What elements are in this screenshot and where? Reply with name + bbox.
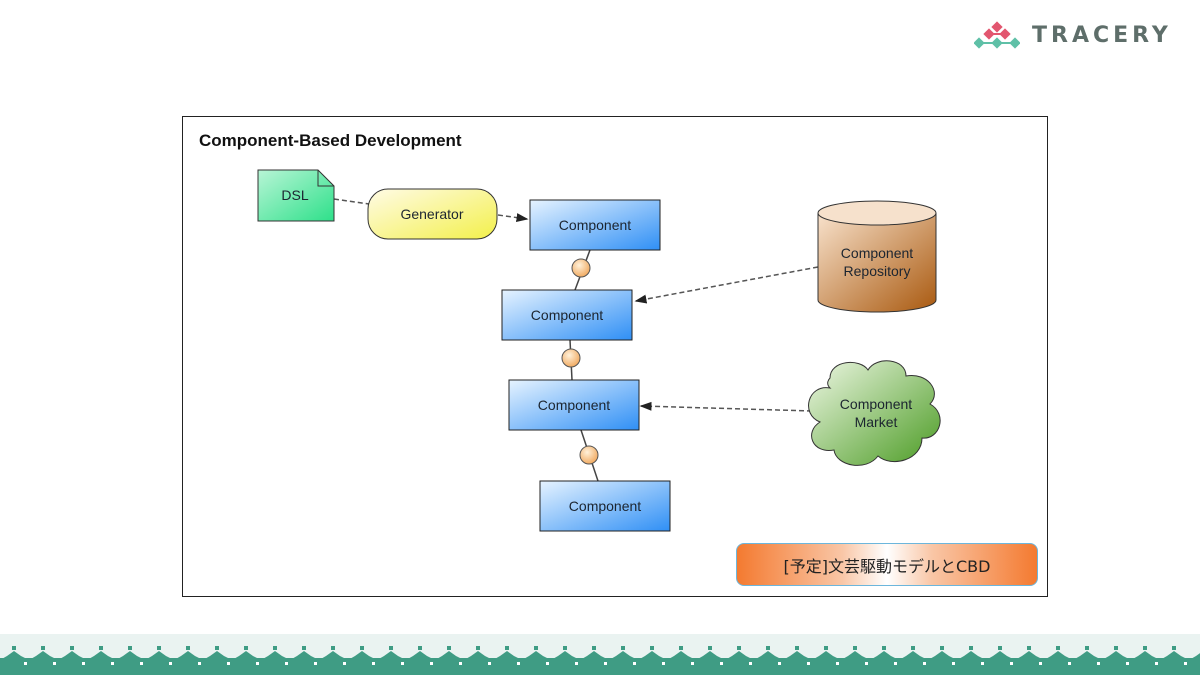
generator-node[interactable]: Generator: [367, 188, 498, 240]
component-market-node[interactable]: Component Market: [808, 360, 941, 466]
component-node-1[interactable]: Component: [529, 199, 661, 251]
component-node-4[interactable]: Component: [539, 480, 671, 532]
edge-market-component: [639, 401, 813, 412]
edge-repository-component: [634, 266, 819, 304]
component-repository-node[interactable]: Component Repository: [817, 200, 937, 313]
component-label: Component: [569, 498, 641, 514]
edge-dsl-generator: [333, 198, 370, 205]
component-node-2[interactable]: Component: [501, 289, 633, 341]
market-label-line1: Component: [840, 396, 912, 412]
planned-topic-badge[interactable]: [予定]文芸駆動モデルとCBD: [736, 543, 1038, 586]
repository-label-line2: Repository: [844, 263, 911, 279]
interface-icon: [561, 348, 581, 368]
component-node-3[interactable]: Component: [508, 379, 640, 431]
footer-pattern-graphic: [0, 646, 1200, 675]
repository-label-line1: Component: [841, 245, 913, 261]
component-label: Component: [531, 307, 603, 323]
interface-icon: [571, 258, 591, 278]
tracery-logo: TRACERY: [974, 20, 1172, 50]
component-label: Component: [559, 217, 631, 233]
generator-label: Generator: [400, 206, 463, 222]
dsl-node[interactable]: DSL: [257, 169, 335, 222]
edge-generator-component: [497, 213, 529, 223]
tracery-logo-icon: [974, 21, 1020, 49]
interface-icon: [579, 445, 599, 465]
diagram-title: Component-Based Development: [199, 131, 462, 150]
market-label-line2: Market: [855, 414, 898, 430]
footer-pattern: [0, 634, 1200, 675]
logo-text: TRACERY: [1032, 22, 1172, 48]
dsl-label: DSL: [281, 187, 308, 203]
component-label: Component: [538, 397, 610, 413]
